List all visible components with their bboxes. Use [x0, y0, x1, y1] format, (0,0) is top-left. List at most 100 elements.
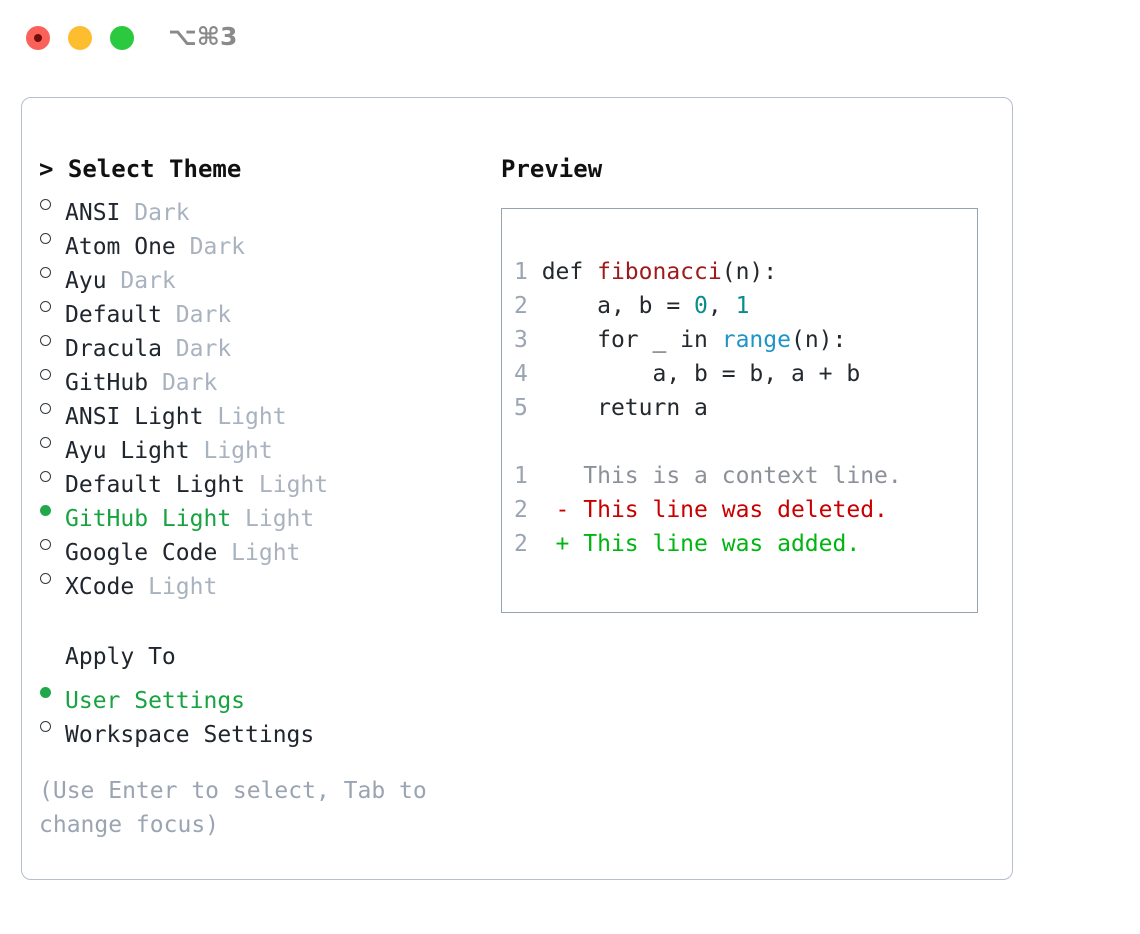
theme-name: Default: [65, 302, 176, 328]
title-bar: ⌥⌘3: [0, 0, 1140, 78]
theme-name: Ayu Light: [65, 438, 204, 464]
theme-list-item[interactable]: GitHub Dark: [39, 356, 479, 396]
theme-variant-badge: Light: [231, 540, 301, 566]
radio-unselected-icon: [39, 186, 65, 220]
radio-unselected-icon: [39, 560, 65, 594]
line-number: 1: [514, 259, 542, 285]
code-token: a, b =: [541, 293, 695, 319]
theme-list-item[interactable]: Ayu Dark: [39, 254, 479, 294]
radio-unselected-icon: [39, 220, 65, 254]
code-token: return a: [541, 395, 708, 421]
diff-text: + This line was added.: [541, 531, 861, 557]
theme-variant-badge: Dark: [120, 268, 176, 294]
theme-variant-badge: Dark: [175, 336, 232, 362]
line-number: 5: [514, 395, 542, 421]
code-line: 2 a, b = 0, 1: [514, 289, 902, 323]
radio-unselected-icon: [39, 254, 65, 288]
theme-list-item[interactable]: Google Code Light: [39, 526, 479, 566]
theme-variant-badge: Light: [217, 404, 287, 430]
line-number: 4: [514, 361, 542, 387]
theme-variant-badge: Light: [245, 506, 315, 532]
radio-unselected-icon: [39, 458, 65, 492]
theme-variant-badge: Dark: [134, 200, 190, 226]
diff-text: This is a context line.: [541, 463, 902, 489]
theme-list-item[interactable]: Default Light Light: [39, 458, 479, 498]
code-token: (n):: [721, 259, 778, 285]
code-line: 3 for _ in range(n):: [514, 323, 902, 357]
theme-name: Ayu: [65, 268, 121, 294]
traffic-lights: [26, 26, 134, 50]
theme-name: GitHub: [65, 370, 162, 396]
code-token: 1: [735, 293, 750, 319]
line-number: 3: [514, 327, 542, 353]
line-number: 2: [514, 497, 542, 523]
radio-unselected-icon: [39, 288, 65, 322]
diff-text: - This line was deleted.: [541, 497, 888, 523]
code-token: fibonacci: [597, 259, 722, 285]
preview-heading: Preview: [501, 155, 603, 183]
theme-variant-badge: Dark: [175, 302, 232, 328]
line-number: 2: [514, 531, 542, 557]
preview-column: Preview 1 def fibonacci(n):2 a, b = 0, 1…: [501, 152, 1001, 613]
keyboard-hint-text: (Use Enter to select, Tab to change focu…: [39, 778, 427, 838]
apply-to-heading: Apply To: [65, 644, 176, 670]
theme-list-item[interactable]: Dracula Dark: [39, 322, 479, 362]
theme-variant-badge: Dark: [189, 234, 246, 260]
select-theme-heading: > Select Theme: [39, 155, 242, 183]
radio-unselected-icon: [39, 356, 65, 390]
code-token: 0: [694, 293, 708, 319]
code-line: 5 return a: [514, 391, 902, 425]
theme-list-item[interactable]: ANSI Dark: [39, 186, 479, 226]
theme-name: Atom One: [65, 234, 190, 260]
apply-to-option[interactable]: User Settings: [39, 674, 479, 714]
theme-list-item[interactable]: XCode Light: [39, 560, 479, 600]
theme-variant-badge: Light: [203, 438, 273, 464]
theme-list-item[interactable]: Default Dark: [39, 288, 479, 328]
diff-line: 1 This is a context line.: [514, 459, 902, 493]
theme-list-item[interactable]: Ayu Light Light: [39, 424, 479, 464]
theme-variant-badge: Light: [258, 472, 329, 498]
apply-to-label: Workspace Settings: [65, 722, 315, 748]
radio-unselected-icon: [39, 390, 65, 424]
line-number: 2: [514, 293, 542, 319]
theme-variant-badge: Light: [148, 574, 218, 600]
radio-selected-icon: [39, 492, 65, 526]
theme-variant-badge: Dark: [161, 370, 218, 396]
theme-list-item[interactable]: ANSI Light Light: [39, 390, 479, 430]
code-token: def: [541, 259, 598, 285]
maximize-icon[interactable]: [110, 26, 134, 50]
theme-name: Google Code: [65, 540, 232, 566]
minimize-icon[interactable]: [68, 26, 92, 50]
theme-name: Dracula: [65, 336, 176, 362]
code-token: (n):: [790, 327, 847, 353]
code-line: 1 def fibonacci(n):: [514, 255, 902, 289]
apply-to-label: User Settings: [65, 688, 246, 714]
theme-list-item[interactable]: Atom One Dark: [39, 220, 479, 260]
theme-name: XCode: [65, 574, 149, 600]
close-icon[interactable]: [26, 26, 50, 50]
radio-unselected-icon: [39, 322, 65, 356]
code-token: for _ in: [541, 327, 722, 353]
theme-name: Default Light: [65, 472, 259, 498]
line-number: 1: [514, 463, 542, 489]
theme-name: GitHub Light: [65, 506, 246, 532]
radio-unselected-icon: [39, 526, 65, 560]
keyboard-shortcut-label: ⌥⌘3: [168, 22, 238, 51]
theme-list-item[interactable]: GitHub Light Light: [39, 492, 479, 532]
apply-to-option[interactable]: Workspace Settings: [39, 708, 479, 748]
diff-line: 2 + This line was added.: [514, 527, 902, 561]
radio-unselected-icon: [39, 424, 65, 458]
diff-line: 2 - This line was deleted.: [514, 493, 902, 527]
code-token: a, b = b, a + b: [541, 361, 861, 387]
code-token: range: [721, 327, 791, 353]
code-blank-line: [514, 425, 902, 459]
theme-name: ANSI Light: [65, 404, 218, 430]
code-token: ,: [707, 293, 736, 319]
